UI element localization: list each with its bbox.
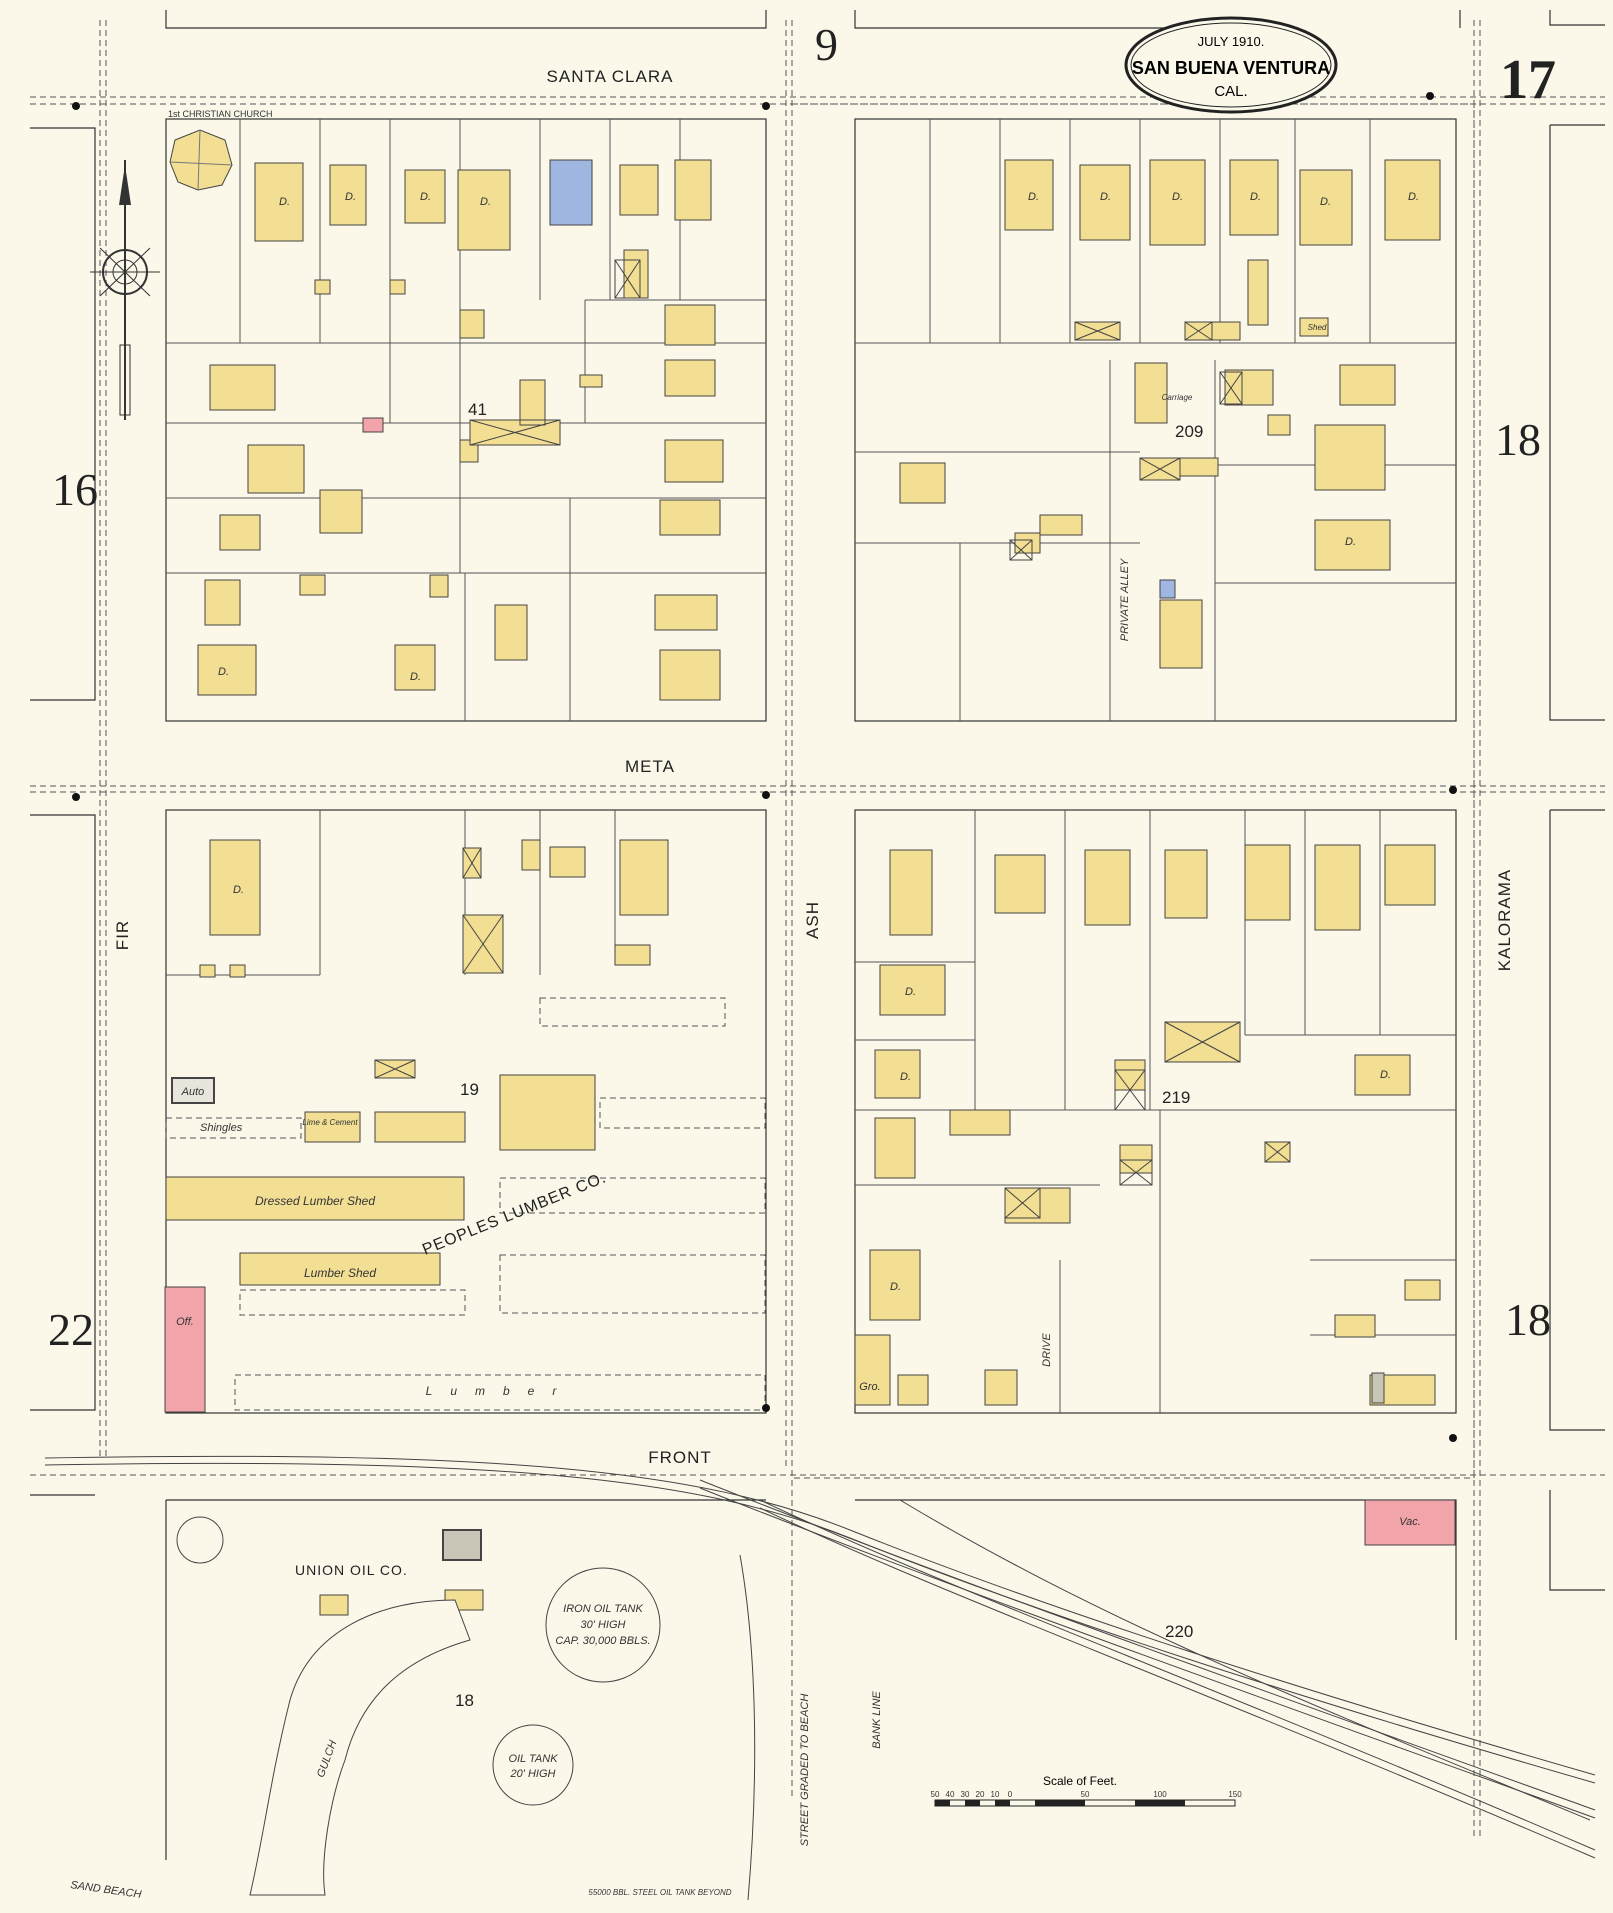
block-19: 19: [460, 1080, 479, 1099]
carriage-label: Carriage: [1162, 393, 1193, 402]
dwelling-mark: D.: [279, 196, 290, 208]
dwelling-labels: D. D. D. D. D. D. D. D. D. D. D. D. D. D…: [218, 191, 1419, 1293]
street-front: FRONT: [648, 1448, 712, 1467]
dwelling-mark: D.: [1320, 196, 1331, 208]
sheet-ref-left-upper: 16: [52, 464, 98, 515]
block-frames: [30, 10, 1605, 1860]
railroad: [44, 1455, 1596, 1859]
title-state: CAL.: [1214, 83, 1247, 100]
dwelling-mark: D.: [900, 1071, 911, 1083]
street-meta: META: [625, 757, 675, 776]
frame-buildings: [165, 159, 1441, 1616]
dwelling-mark: D.: [233, 884, 244, 896]
block-41: 41: [468, 400, 487, 419]
shed-label: Shed: [1308, 323, 1327, 332]
street-kalorama: KALORAMA: [1495, 869, 1514, 971]
scale-tick: 100: [1153, 1790, 1167, 1799]
dwelling-mark: D.: [420, 191, 431, 203]
scale-tick: 150: [1228, 1790, 1242, 1799]
sheet-ref-right-upper: 18: [1495, 414, 1541, 465]
drive-label: DRIVE: [1041, 1333, 1053, 1367]
christian-church: [169, 129, 233, 191]
dwelling-mark: D.: [1250, 191, 1261, 203]
sheet-ref-right-lower: 18: [1505, 1294, 1551, 1345]
title-cartouche: [1124, 16, 1338, 114]
shingles-label: Shingles: [200, 1122, 243, 1134]
dwelling-mark: D.: [1345, 536, 1356, 548]
iron-tank-label-2: 30' HIGH: [581, 1619, 626, 1631]
church-label: 1st CHRISTIAN CHURCH: [168, 109, 273, 119]
oil-tanks: [176, 1516, 661, 1806]
dwelling-mark: D.: [410, 671, 421, 683]
lime-cement-label: Lime & Cement: [302, 1118, 358, 1127]
private-alley-label: PRIVATE ALLEY: [1119, 558, 1131, 641]
auto-label: Auto: [181, 1086, 205, 1098]
dwelling-mark: D.: [1408, 191, 1419, 203]
union-oil-label: UNION OIL CO.: [295, 1562, 408, 1578]
sand-beach-label: SAND BEACH: [70, 1879, 143, 1901]
street-santa-clara: SANTA CLARA: [547, 67, 674, 86]
oil-tank-label-1: OIL TANK: [508, 1753, 558, 1765]
title-city: SAN BUENA VENTURA: [1132, 58, 1330, 78]
north-arrow-icon: [90, 160, 160, 420]
block-18: 18: [455, 1691, 474, 1710]
scale-tick: 50: [1081, 1790, 1090, 1799]
steel-tank-label: 55000 BBL. STEEL OIL TANK BEYOND: [588, 1888, 731, 1897]
bank-line-label: BANK LINE: [871, 1691, 883, 1749]
lumber-yard: [165, 997, 766, 1411]
scale-bar: Scale of Feet. 50 40 30 20 10 0 50 100 1…: [931, 1774, 1242, 1807]
iron-tank-label-1: IRON OIL TANK: [563, 1603, 643, 1615]
sheet-ref-top: 9: [815, 19, 838, 70]
office-label: Off.: [176, 1316, 194, 1328]
dwelling-mark: D.: [218, 666, 229, 678]
dwelling-mark: D.: [1100, 191, 1111, 203]
oil-tank-label-2: 20' HIGH: [510, 1768, 556, 1780]
hydrant-markers: [72, 92, 1457, 1442]
dressed-shed-label: Dressed Lumber Shed: [255, 1194, 375, 1208]
block-209-lots: [855, 119, 1456, 721]
block-219: 219: [1162, 1088, 1190, 1107]
scale-tick: 40: [946, 1790, 955, 1799]
colored-buildings: [164, 159, 1456, 1561]
scale-tick: 20: [976, 1790, 985, 1799]
block-220: 220: [1165, 1622, 1193, 1641]
sheet-ref-left-lower: 22: [48, 1304, 94, 1355]
vac-label: Vac.: [1399, 1516, 1421, 1528]
scale-tick: 50: [931, 1790, 940, 1799]
dwelling-mark: D.: [1028, 191, 1039, 203]
lumber-label: Lumber: [426, 1384, 575, 1398]
title-date: JULY 1910.: [1198, 34, 1265, 49]
dwelling-mark: D.: [1380, 1069, 1391, 1081]
block-209: 209: [1175, 422, 1203, 441]
dwelling-mark: D.: [1172, 191, 1183, 203]
street-ash: ASH: [803, 901, 822, 939]
dwelling-mark: D.: [890, 1281, 901, 1293]
scale-tick: 30: [961, 1790, 970, 1799]
scale-tick: 10: [991, 1790, 1000, 1799]
outbuildings-x: [374, 259, 1291, 1219]
street-fir: FIR: [113, 920, 132, 950]
iron-tank-label-3: CAP. 30,000 BBLS.: [555, 1635, 650, 1647]
dwelling-mark: D.: [480, 196, 491, 208]
gro-label: Gro.: [859, 1381, 880, 1393]
scale-tick: 0: [1008, 1790, 1013, 1799]
gulch: [249, 1599, 471, 1896]
block-41-lots: [166, 119, 766, 721]
dwelling-mark: D.: [905, 986, 916, 998]
scale-title: Scale of Feet.: [1043, 1774, 1117, 1788]
lumber-shed-label: Lumber Shed: [304, 1266, 376, 1280]
street-graded-label: STREET GRADED TO BEACH: [799, 1694, 811, 1847]
dwelling-mark: D.: [345, 191, 356, 203]
sheet-number: 17: [1500, 49, 1556, 111]
